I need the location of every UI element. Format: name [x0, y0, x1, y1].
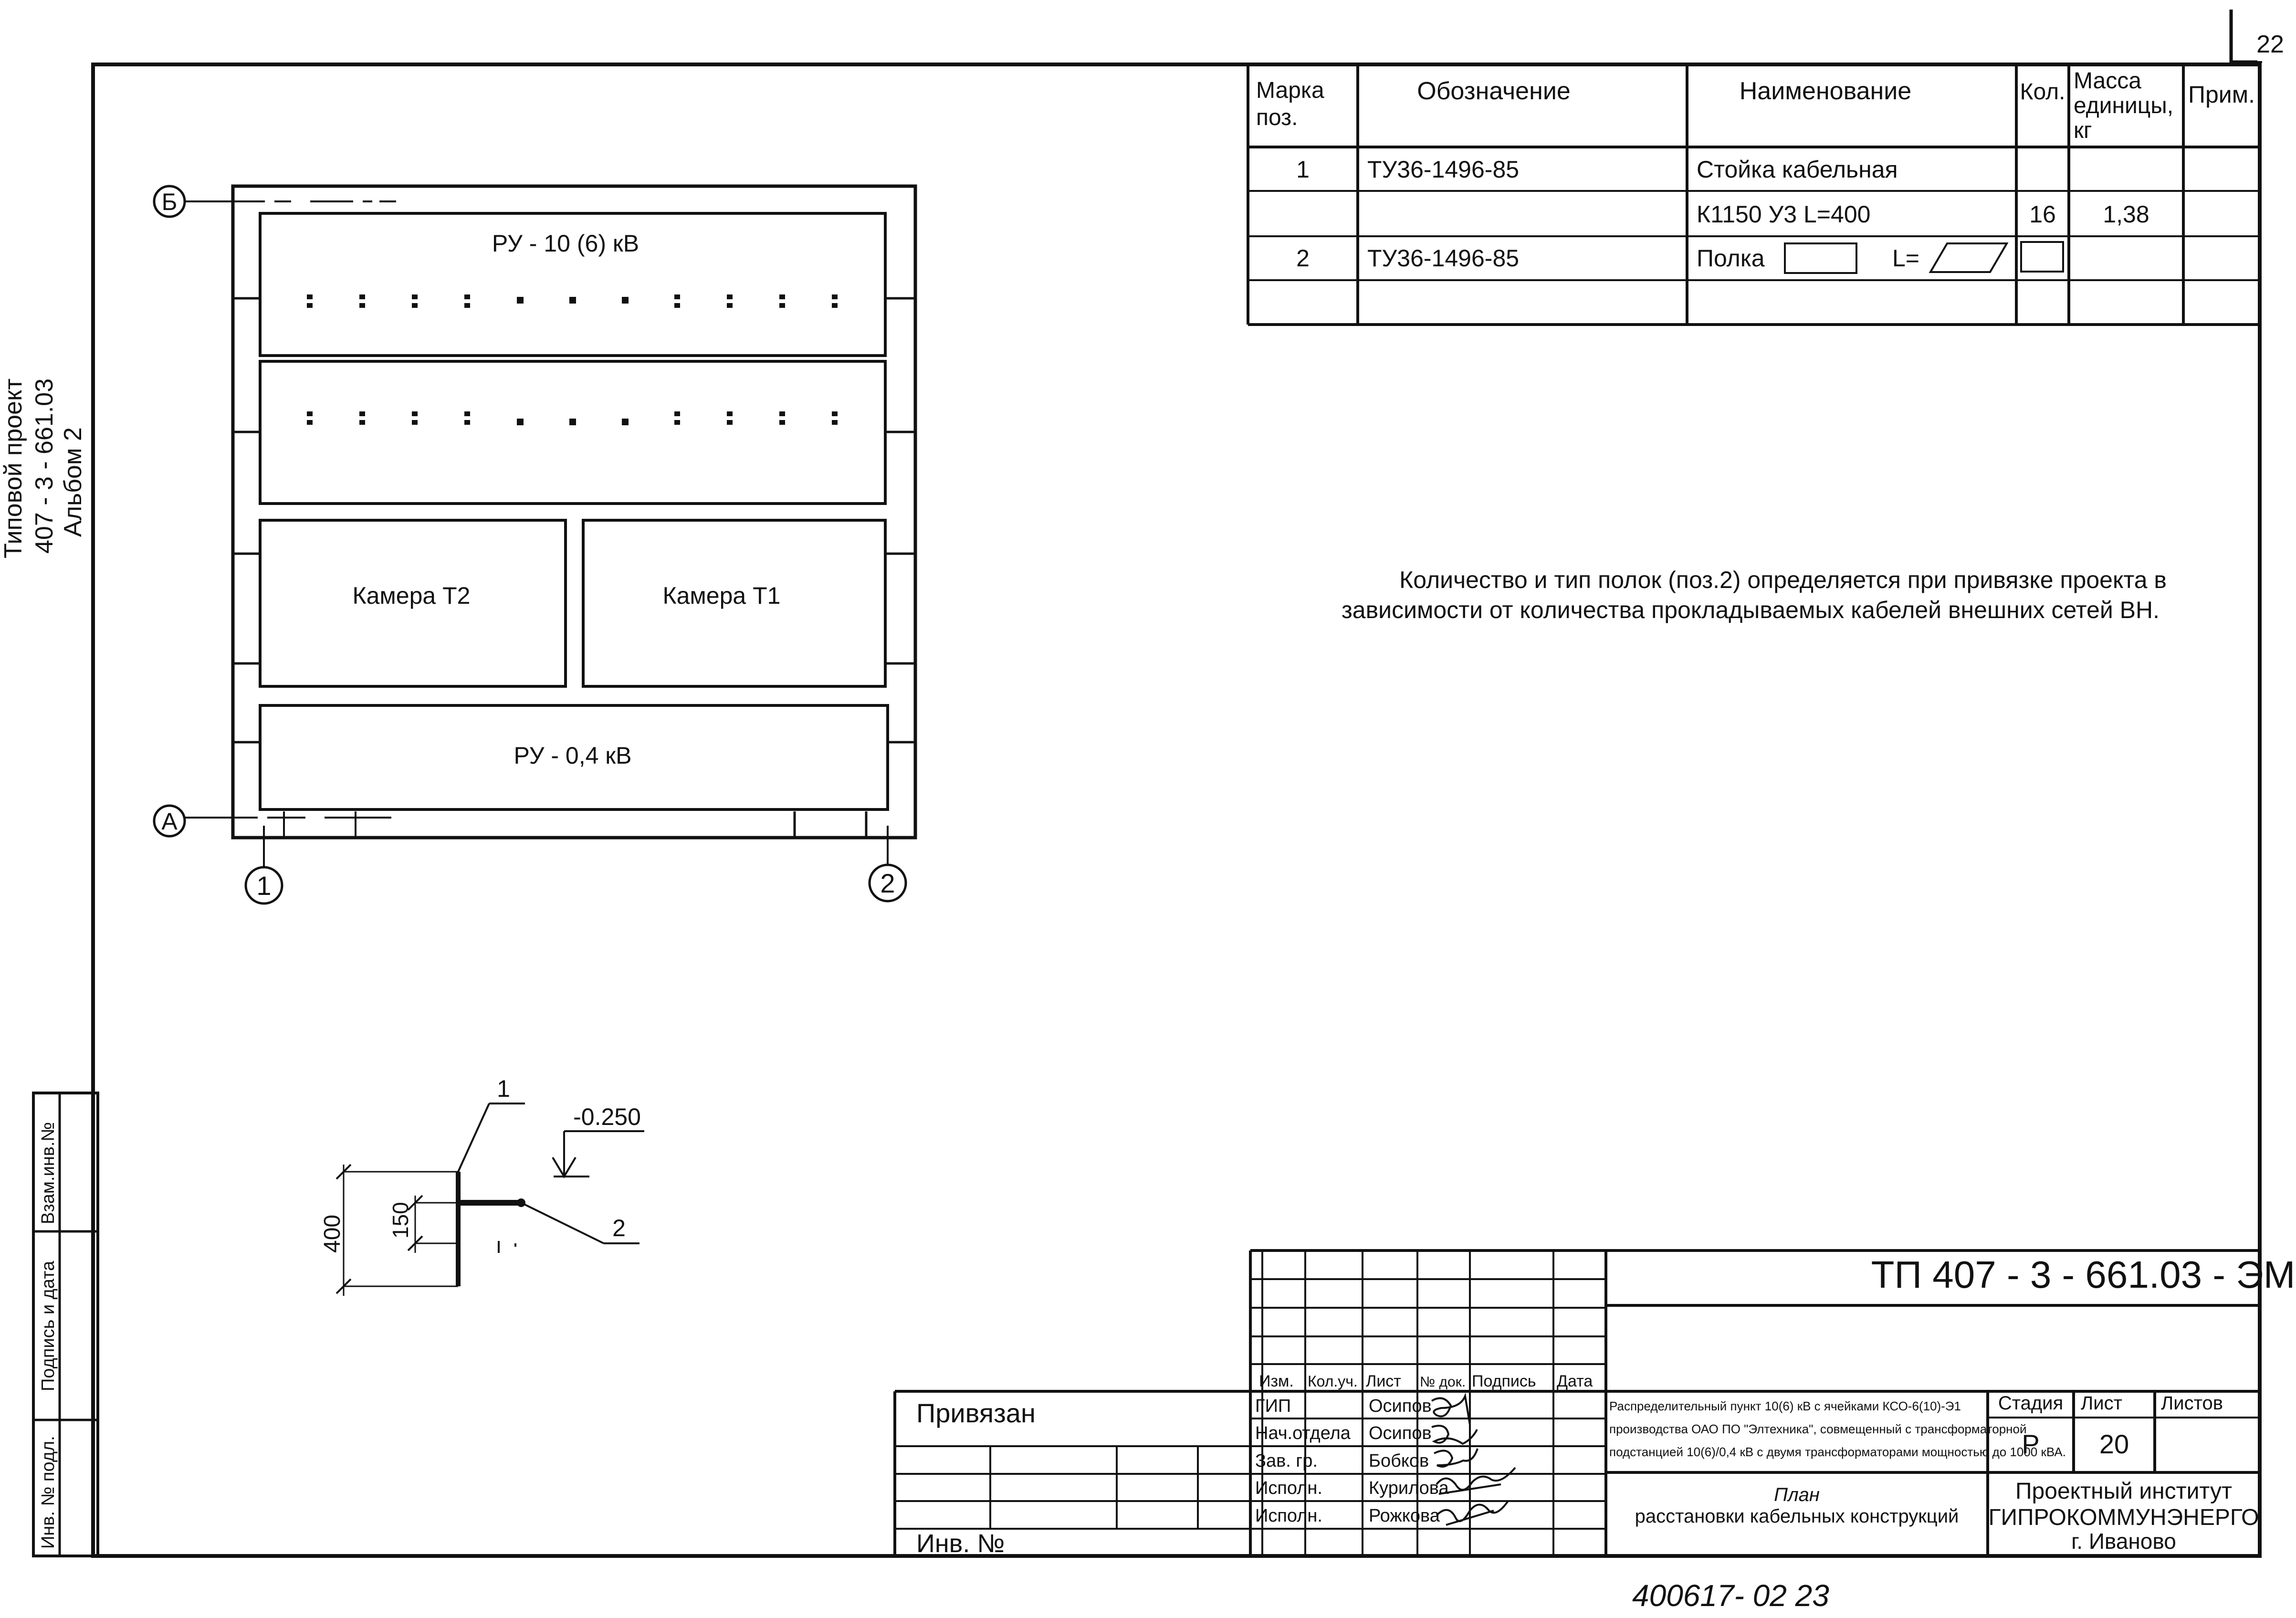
row3-blank-box: [1784, 242, 1857, 274]
sheet-value: 20: [2099, 1429, 2129, 1459]
dim-400: 400: [320, 1215, 345, 1253]
col-izm: Изм.: [1259, 1372, 1294, 1390]
staff-name-4: Курилова: [1369, 1478, 1449, 1498]
stage-value: Р: [2022, 1429, 2039, 1459]
label-camera-t2: Камера Т2: [353, 582, 471, 609]
col-ndok: № док.: [1420, 1374, 1466, 1390]
row2-name: К1150 У3 L=400: [1697, 201, 1870, 228]
dim-150: 150: [388, 1202, 413, 1239]
col-data: Дата: [1557, 1372, 1593, 1390]
header-note: Прим.: [2188, 81, 2255, 108]
org-line-1: Проектный институт: [2015, 1479, 2232, 1504]
row3-qty-box: [2020, 241, 2064, 273]
staff-role-3: Зав. гр.: [1255, 1451, 1318, 1471]
sheet-number-top: 22: [2256, 31, 2284, 58]
header-code: Обозначение: [1417, 77, 1571, 105]
level-mark: -0.250: [573, 1103, 641, 1130]
room-camera-t2: [259, 519, 567, 688]
stamp-podpis: Подпись и дата: [38, 1261, 58, 1391]
left-margin-title: Типовой проект 407 - 3 - 661.03 Альбом 2: [0, 378, 87, 558]
staff-name-1: Осипов: [1369, 1396, 1432, 1416]
privyazan-label: Привязан: [916, 1398, 1036, 1428]
row1-mark: 1: [1296, 156, 1310, 183]
sheets-label: Листов: [2161, 1393, 2223, 1414]
org-line-2: ГИПРОКОММУНЭНЕРГО: [1989, 1505, 2259, 1530]
row2-qty: 16: [2029, 201, 2056, 228]
project-desc-2: производства ОАО ПО "Элтехника", совмеще…: [1609, 1422, 2027, 1436]
room-ru10-lower: [259, 360, 887, 505]
handwritten-footer: 400617- 02 23: [1632, 1578, 1829, 1613]
row3-code: ТУ36-1496-85: [1367, 245, 1519, 272]
staff-name-5: Рожкова: [1369, 1506, 1440, 1526]
svg-text:Б: Б: [162, 189, 178, 215]
row3-mark: 2: [1296, 245, 1310, 272]
header-qty: Кол.: [2020, 79, 2065, 105]
stage-label: Стадия: [1998, 1393, 2063, 1414]
row3-name: Полка: [1697, 245, 1765, 272]
floor-plan: Б А 1 2 РУ - 10 (6) кВ Камера Т2 Камера …: [153, 184, 917, 905]
row2-mass: 1,38: [2103, 201, 2149, 228]
drawing-frame: [91, 63, 2262, 1558]
header-mass-l2: единицы,: [2074, 93, 2173, 118]
label-ru10: РУ - 10 (6) кВ: [492, 230, 639, 257]
margin-line-3: Альбом 2: [59, 427, 87, 537]
signatures: [1431, 1392, 1516, 1526]
building-outline: [231, 184, 917, 840]
staff-role-5: Исполн.: [1255, 1506, 1322, 1526]
header-name: Наименование: [1740, 77, 1911, 105]
row1-name: Стойка кабельная: [1697, 156, 1898, 183]
room-ru04: [259, 704, 889, 811]
margin-line-2: 407 - 3 - 661.03: [31, 378, 58, 554]
room-camera-t1: [582, 519, 887, 688]
col-podpis: Подпись: [1472, 1372, 1536, 1390]
stamp-vzam: Взам.инв.№: [38, 1122, 58, 1224]
note-line-2: зависимости от количества прокладываемых…: [1342, 597, 2160, 623]
callout-1: 1: [497, 1075, 510, 1102]
axis-bubble-1: 1: [244, 866, 283, 905]
title-block: ТП 407 - 3 - 661.03 - ЭМ Привязан Инв. №…: [893, 1249, 2296, 1558]
staff-name-3: Бобков: [1369, 1451, 1429, 1471]
row1-code: ТУ36-1496-85: [1367, 156, 1519, 183]
doc-code: ТП 407 - 3 - 661.03 - ЭМ: [1871, 1253, 2296, 1296]
staff-role-1: ГИП: [1255, 1396, 1291, 1416]
label-camera-t1: Камера Т1: [663, 582, 781, 609]
left-stamp: Взам.инв.№ Подпись и дата Инв. № подл.: [32, 1092, 99, 1557]
row3-blank-parallelogram: [1929, 242, 2009, 273]
svg-text:2: 2: [880, 868, 895, 898]
svg-text:1: 1: [256, 871, 271, 901]
header-mass-l3: кг: [2074, 118, 2092, 143]
sheet-label: Лист: [2081, 1393, 2122, 1414]
row3-name-suffix: L=: [1892, 245, 1919, 272]
axis-bubble-b: Б: [153, 185, 229, 218]
org-line-3: г. Иваново: [2071, 1529, 2176, 1554]
header-mass-l1: Масса: [2074, 68, 2141, 94]
spec-table: Марка поз. Обозначение Наименование Кол.…: [1247, 64, 2260, 326]
margin-line-1: Типовой проект: [0, 378, 27, 558]
stamp-inv-podl: Инв. № подл.: [38, 1436, 58, 1549]
drawing-subtitle: расстановки кабельных конструкций: [1635, 1506, 1959, 1527]
drawing-title: План: [1774, 1484, 1820, 1505]
col-koluch: Кол.уч.: [1308, 1373, 1358, 1390]
note-line-1: Количество и тип полок (поз.2) определяе…: [1399, 567, 2167, 593]
staff-role-2: Нач.отдела: [1255, 1423, 1351, 1443]
room-ru10-upper: [259, 212, 887, 357]
section-detail: 1 2 -0.250 400 150: [320, 1075, 644, 1296]
axis-bubble-2: 2: [868, 863, 907, 903]
svg-text:А: А: [161, 808, 178, 835]
inv-no-label: Инв. №: [916, 1529, 1005, 1558]
header-mark-l2: поз.: [1256, 105, 1298, 130]
header-mark-l1: Марка: [1256, 78, 1324, 103]
label-ru04: РУ - 0,4 кВ: [514, 742, 631, 769]
callout-2: 2: [612, 1215, 626, 1241]
cable-rack-marks-lower: [307, 411, 838, 425]
axis-bubble-a: А: [153, 804, 229, 838]
sheet-number-box: 22: [2229, 10, 2284, 64]
project-desc-1: Распределительный пункт 10(6) кВ с ячейк…: [1609, 1399, 1961, 1413]
staff-name-2: Осипов: [1369, 1423, 1432, 1443]
cable-rack-marks-upper: [307, 294, 838, 308]
project-desc-3: подстанцией 10(6)/0,4 кВ с двумя трансфо…: [1609, 1445, 2066, 1459]
col-list: Лист: [1366, 1372, 1401, 1390]
staff-role-4: Исполн.: [1255, 1478, 1322, 1498]
